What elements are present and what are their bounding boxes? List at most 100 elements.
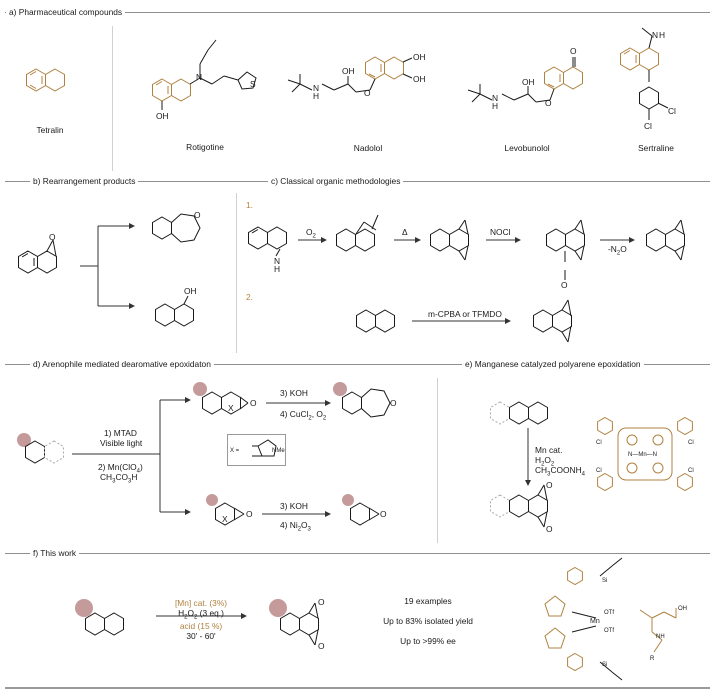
section-c-title: c) Classical organic methodologies xyxy=(268,176,404,186)
rule-a xyxy=(5,12,710,13)
top-step3: 3) KOH xyxy=(280,388,308,398)
label-tetralin: Tetralin xyxy=(36,125,64,135)
step2-mn: 2) Mn(ClO4) xyxy=(98,462,143,475)
epoxide-f-bottom: O xyxy=(318,641,325,651)
top-adduct-o: O xyxy=(250,398,257,408)
sertraline-n: N xyxy=(652,30,659,40)
arene-start-d xyxy=(17,433,64,464)
rotigotine-s: S xyxy=(250,79,256,89)
epoxide-f-top: O xyxy=(318,597,325,607)
step1-mtad: 1) MTAD xyxy=(104,428,137,438)
porphyrin-cl-4: Cl xyxy=(688,468,694,474)
bottom-adduct-d xyxy=(206,494,245,526)
porphyrin-catalyst-e xyxy=(597,417,693,491)
divider-de xyxy=(437,378,438,543)
route1-endoperoxide xyxy=(336,214,379,252)
additive-r: R xyxy=(650,656,655,662)
divider-bc xyxy=(236,193,237,353)
label-nadolol: Nadolol xyxy=(353,143,383,153)
reagent-mn-cat: Mn cat. xyxy=(535,445,563,455)
rule-bottom xyxy=(5,687,710,689)
route2-product xyxy=(533,299,572,343)
levobunolol-oh: OH xyxy=(522,77,535,87)
branch-arrow-b xyxy=(80,225,132,307)
nadolol-structure xyxy=(287,56,413,93)
catalyst-otf-2: OTf xyxy=(604,628,614,634)
porphyrin-cl-3: Cl xyxy=(596,468,602,474)
result-examples: 19 examples xyxy=(404,596,452,606)
catalyst-otf-1: OTf xyxy=(604,610,614,616)
result-yield: Up to 83% isolated yield xyxy=(383,616,473,626)
bottom-step3: 3) KOH xyxy=(280,501,308,511)
additive-nh: NH xyxy=(656,634,665,640)
section-b-title: b) Rearrangement products xyxy=(30,176,139,186)
reagent-n2o: -N2O xyxy=(608,244,627,257)
reagent-h2o2-f: H2O2 (3 eq.) xyxy=(178,608,224,621)
top-adduct-x: X xyxy=(228,403,234,413)
top-adduct-d xyxy=(193,382,249,415)
catalyst-si-1: Si xyxy=(602,578,608,584)
levobunolol-ketone-o: O xyxy=(570,46,577,56)
bottom-step4: 4) Ni2O3 xyxy=(280,520,311,533)
branch-arrow-d xyxy=(72,399,186,513)
rotigotine-oh: OH xyxy=(156,111,169,121)
divider-a xyxy=(112,26,113,171)
sertraline-cl-2: Cl xyxy=(644,121,652,131)
bottom-product-o: O xyxy=(380,509,387,519)
nadolol-oh-1: OH xyxy=(413,52,426,62)
nitroso-o: O xyxy=(561,280,568,290)
reagent-nocl: NOCl xyxy=(490,227,511,237)
route2-naphthalene xyxy=(356,309,395,333)
nadolol-h: H xyxy=(313,91,320,101)
benzoxepine-b xyxy=(152,213,201,243)
reagent-h2o2-e: H2O2 xyxy=(535,455,555,468)
mn-catalyst-f xyxy=(544,557,623,681)
section-a-title: a) Pharmaceutical compounds xyxy=(6,7,126,17)
porphyrin-core: N—Mn—N xyxy=(628,452,658,458)
epoxide-e-bottom: O xyxy=(546,524,553,534)
tetralin-structure xyxy=(26,68,65,92)
bottom-adduct-o: O xyxy=(246,509,253,519)
top-product-o: O xyxy=(390,398,397,408)
step2-peracid: CH3CO3H xyxy=(100,472,138,485)
polyarene-start-e xyxy=(490,401,548,425)
bottom-product-d xyxy=(342,494,380,526)
route2-reagent: m-CPBA or TFMDO xyxy=(428,309,502,319)
nadolol-o: O xyxy=(364,88,371,98)
label-sertraline: Sertraline xyxy=(638,143,674,153)
porphyrin-cl-2: Cl xyxy=(688,440,694,446)
naphthalene-start-f xyxy=(75,599,124,636)
bottom-adduct-x: X xyxy=(222,514,228,524)
diepoxide-product-f xyxy=(269,599,319,646)
catalyst-si-2: Si xyxy=(602,662,608,668)
label-rotigotine: Rotigotine xyxy=(186,142,224,152)
route1-diepoxide xyxy=(430,219,469,261)
section-f-title: f) This work xyxy=(30,548,80,558)
mtad-x-label: X = xyxy=(230,448,240,454)
naphthalene-oxide-b xyxy=(18,239,57,274)
mtad-box xyxy=(227,434,286,466)
rotigotine-n: N xyxy=(196,72,203,82)
polyarene-product-e xyxy=(490,484,548,528)
route1-start-h: H xyxy=(274,264,281,274)
step1-light: Visible light xyxy=(100,438,143,448)
route1-number: 1. xyxy=(246,200,253,210)
rule-f xyxy=(5,553,710,554)
benzoxepine-o: O xyxy=(194,210,201,220)
nadolol-oh-2: OH xyxy=(413,74,426,84)
amino-acid-additive-f xyxy=(639,608,677,653)
nadolol-n: N xyxy=(313,83,320,93)
naphthol-oh: OH xyxy=(184,286,197,296)
sertraline-cl-1: Cl xyxy=(668,106,676,116)
levobunolol-n: N xyxy=(492,93,499,103)
reagent-o2: O2 xyxy=(306,227,316,240)
catalyst-mn: Mn xyxy=(590,618,600,625)
epoxide-e-top: O xyxy=(546,480,553,490)
naphthol-b xyxy=(155,295,194,327)
levobunolol-o: O xyxy=(545,98,552,108)
label-levobunolol: Levobunolol xyxy=(504,143,550,153)
route2-number: 2. xyxy=(246,292,253,302)
mtad-box-structure xyxy=(252,439,277,457)
naphthalene-oxide-o: O xyxy=(49,232,56,242)
